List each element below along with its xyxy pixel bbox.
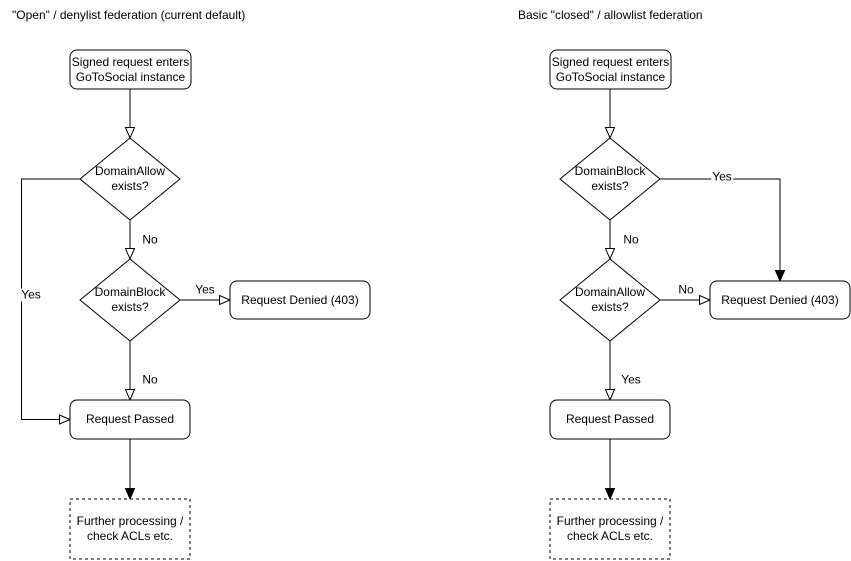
right-decision1-yes-label: Yes	[711, 169, 733, 184]
left-decision1-diamond	[79, 137, 181, 221]
left-decision2-yes-label: Yes	[194, 282, 216, 297]
left-decision1-no-label: No	[141, 232, 159, 247]
left-further-node-box	[69, 498, 191, 560]
left-denied-node-box	[229, 280, 371, 320]
right-decision2-no-label: No	[677, 282, 695, 297]
right-decision2-yes-label: Yes	[620, 372, 642, 387]
right-further-node-box	[549, 498, 671, 560]
right-edge-decision1-yes-to-denied	[660, 178, 786, 283]
left-decision1-yes-label: Yes	[20, 287, 42, 302]
right-decision1-diamond	[559, 137, 661, 221]
right-decision1-no-label: No	[622, 232, 640, 247]
right-start-node-box	[549, 49, 672, 90]
left-decision2-diamond	[79, 258, 181, 342]
right-chart-title: Basic "closed" / allowlist federation	[518, 8, 703, 22]
right-passed-node-box	[549, 399, 671, 440]
left-decision2-no-label: No	[141, 372, 159, 387]
right-decision2-diamond	[559, 258, 661, 342]
right-denied-node-box	[709, 280, 851, 320]
left-start-node-box	[69, 49, 192, 90]
left-passed-node-box	[69, 399, 191, 440]
left-chart-title: "Open" / denylist federation (current de…	[12, 8, 246, 22]
